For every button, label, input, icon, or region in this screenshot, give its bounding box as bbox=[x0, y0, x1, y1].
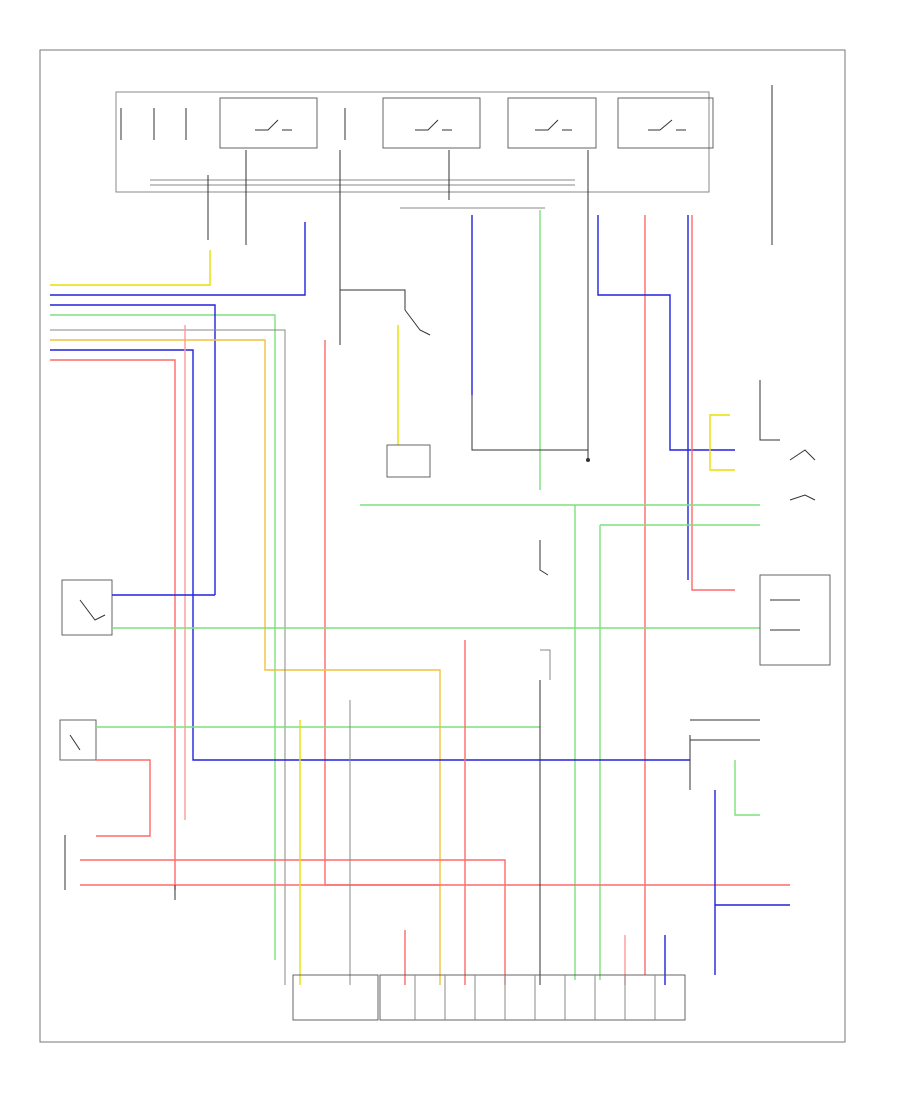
radiator-fan-relay bbox=[507, 97, 597, 149]
cooling-fan-control-module bbox=[292, 974, 379, 1021]
wire-red-left bbox=[50, 359, 176, 890]
ac-condenser-fan-relay bbox=[382, 97, 481, 149]
ect-switch-contact bbox=[69, 734, 81, 751]
wire-yellow-top bbox=[50, 250, 211, 286]
diagram-frame bbox=[39, 49, 846, 1043]
pcm-connector-block bbox=[292, 974, 686, 1021]
ac-compressor-clutch-relay bbox=[617, 97, 714, 149]
ac-switch-contact bbox=[789, 449, 816, 461]
junction-dot bbox=[586, 458, 590, 462]
wire-blue-left-2 bbox=[50, 349, 690, 761]
wire-red-right bbox=[691, 215, 735, 591]
wire-red-center bbox=[324, 340, 440, 886]
fuse-box-outline bbox=[115, 91, 710, 193]
ecm-pcm-connector bbox=[379, 974, 686, 1021]
compressor-relay-switch bbox=[648, 119, 686, 131]
engine-coolant-temperature-switch bbox=[59, 719, 97, 761]
radiator-fan-relay-switch bbox=[535, 119, 572, 131]
wire-yellow-left bbox=[50, 339, 441, 985]
ac-switch-contact-2 bbox=[789, 494, 816, 501]
wire-red-ect bbox=[96, 759, 151, 837]
wire-yellow-right bbox=[709, 414, 735, 471]
compressor-clutch-coil bbox=[770, 599, 800, 631]
radiator-fan-switch bbox=[539, 540, 549, 576]
pressure-switch bbox=[404, 309, 431, 336]
pcm-connector-right bbox=[690, 719, 760, 741]
wire-green-left bbox=[50, 314, 276, 960]
ac-compressor-clutch bbox=[759, 574, 831, 666]
wire-green-right-lower bbox=[734, 760, 760, 816]
wire-red-lower-1 bbox=[80, 859, 506, 985]
resistor-connector bbox=[540, 649, 551, 680]
wire-blue-top bbox=[50, 222, 306, 296]
condenser-fan-switch bbox=[79, 599, 106, 621]
wire-gray-left bbox=[50, 329, 286, 985]
relay-feed-right bbox=[759, 380, 780, 441]
ac-fan-relay-switch bbox=[415, 119, 452, 131]
condenser-fan-motor-box bbox=[61, 579, 113, 636]
thermostat-relay bbox=[386, 444, 431, 478]
cooling-fan-relay-switch bbox=[255, 119, 292, 131]
fuse-group-left bbox=[120, 108, 187, 140]
wire-blue-left bbox=[50, 304, 216, 595]
condenser-fan-motor bbox=[61, 579, 113, 636]
cooling-fan-relay bbox=[219, 97, 318, 149]
pcm-terminal-dividers bbox=[414, 975, 656, 1020]
wire-black-ground bbox=[471, 395, 588, 451]
ect-switch-box bbox=[59, 719, 97, 761]
wire-switch-feed bbox=[340, 289, 406, 310]
underhood-fuse-relay-box bbox=[115, 85, 773, 193]
